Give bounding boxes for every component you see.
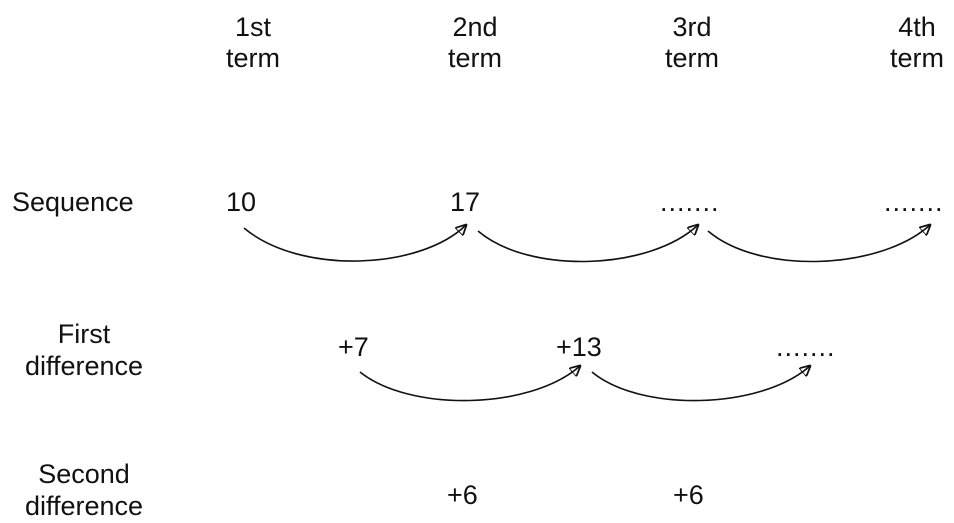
second-difference-label: Second difference [25, 458, 143, 522]
header-term-4-line1: 4th [898, 12, 936, 42]
second-difference-value-1: +6 [447, 480, 478, 510]
header-term-3-line1: 3rd [672, 12, 712, 42]
first-difference-arrow-1 [359, 366, 580, 402]
sequence-value-4: ....... [884, 187, 944, 217]
sequence-arrow-1 [243, 225, 466, 262]
sequence-value-1: 10 [226, 187, 257, 217]
header-term-2-line1: 2nd [452, 12, 498, 42]
header-term-2: 2nd term [448, 12, 502, 74]
header-term-4-line2: term [890, 43, 944, 73]
first-difference-arrow-2 [591, 366, 810, 402]
header-term-1-line2: term [226, 43, 280, 73]
sequence-label: Sequence [12, 187, 134, 217]
header-term-4: 4th term [890, 12, 944, 74]
second-difference-value-2: +6 [673, 480, 704, 510]
sequence-value-3: ....... [660, 187, 720, 217]
sequence-value-2: 17 [450, 187, 481, 217]
first-difference-label: First difference [25, 318, 143, 382]
first-difference-value-1: +7 [338, 332, 369, 362]
sequence-arrow-3 [707, 225, 930, 263]
first-difference-label-line2: difference [24, 351, 144, 381]
header-term-2-line2: term [448, 43, 502, 73]
first-difference-label-line1: First [57, 319, 111, 349]
second-difference-label-line2: difference [24, 491, 144, 521]
first-difference-value-3: ....... [776, 332, 836, 362]
second-difference-label-line1: Second [38, 459, 130, 489]
first-difference-value-2: +13 [556, 332, 602, 362]
sequence-arrow-2 [477, 225, 698, 263]
header-term-3-line2: term [665, 43, 719, 73]
header-term-1: 1st term [226, 12, 280, 74]
header-term-3: 3rd term [665, 12, 719, 74]
header-term-1-line1: 1st [234, 12, 272, 42]
